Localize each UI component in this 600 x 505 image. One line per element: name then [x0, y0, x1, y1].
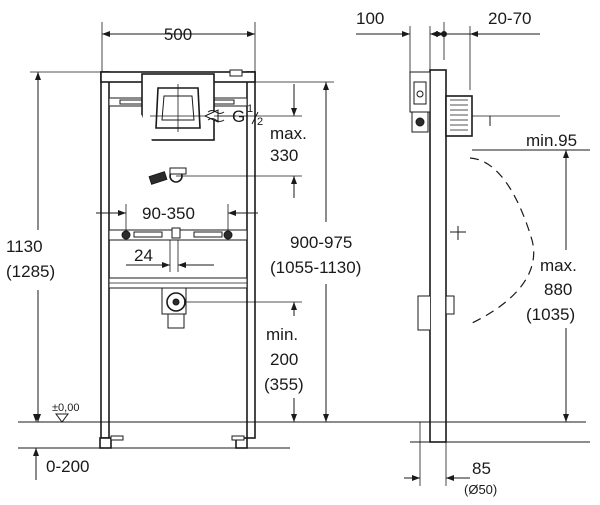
urinal-outline [469, 157, 535, 325]
height-label: 1130 [6, 237, 43, 256]
arrow-icon [291, 176, 297, 184]
arrow-icon [162, 262, 170, 268]
wall-panel [429, 69, 447, 443]
foot-plate-right [231, 435, 245, 441]
max-height-value: 880 [544, 280, 572, 299]
upper-rail-slot-right [211, 99, 235, 105]
connection-sup: 1 [247, 103, 253, 115]
arrow-icon [291, 108, 297, 116]
valve-cap [169, 167, 187, 175]
floor-level-label: ±0,00 [52, 402, 79, 414]
min-clearance-label: min.95 [526, 131, 577, 150]
bracket-center-clip [171, 227, 181, 239]
foot-range-label: 0-200 [46, 457, 89, 476]
wall-gap-label: 20-70 [488, 9, 531, 28]
arrow-icon [228, 210, 236, 216]
frame-upright-right [246, 71, 256, 439]
supply-max-label: max. [270, 124, 307, 143]
arrow-icon [402, 31, 410, 37]
arrow-icon [118, 210, 126, 216]
drain-min-label: min. [266, 325, 298, 344]
arrow-icon [412, 475, 420, 481]
bracket-slot-left [133, 231, 163, 238]
bracket-range-label: 90-350 [142, 204, 195, 223]
outlet-label: 85 [472, 459, 491, 478]
drain-pipe [167, 313, 185, 329]
upper-rail-slot-left [119, 99, 143, 105]
arrow-icon [563, 414, 569, 422]
arrow-icon [247, 31, 255, 37]
arrow-icon [470, 31, 478, 37]
bracket-bolt-left [121, 230, 131, 240]
foot-plate-left [110, 435, 124, 441]
arrow-icon [33, 414, 39, 422]
side-valve-knob [416, 90, 424, 98]
arrow-icon [446, 475, 454, 481]
frame-top-clip [229, 69, 243, 77]
arrow-icon [291, 414, 297, 422]
bracket-bolt-right [223, 230, 233, 240]
arrow-icon [178, 262, 186, 268]
arrow-icon [436, 31, 444, 37]
level-marker-icon [55, 413, 69, 423]
drain-min-alt: (355) [264, 375, 304, 394]
depth-label: 100 [356, 9, 384, 28]
thread-wave-icon [207, 118, 225, 122]
side-view: 100 20-70 min.95 [340, 9, 590, 497]
height-alt-label: (1285) [6, 262, 55, 281]
hose-fitting [148, 171, 168, 185]
connection-label: G [232, 107, 245, 126]
total-height-alt-label: (1055-1130) [270, 258, 361, 277]
max-height-alt: (1035) [526, 305, 575, 324]
foot-left [99, 437, 112, 449]
side-drain-outlet [445, 295, 455, 315]
arrow-icon [323, 414, 329, 422]
outlet-diameter-label: (Ø50) [464, 482, 497, 497]
arrow-icon [563, 150, 569, 158]
thread-wave-icon [207, 110, 225, 114]
frame-upright-left [100, 71, 110, 439]
connection-sub: 2 [257, 116, 263, 128]
bracket-slot-right [193, 231, 223, 238]
supply-max-value: 330 [270, 146, 298, 165]
side-flush-ribs [450, 99, 468, 131]
max-height-label: max. [540, 256, 577, 275]
front-view: 500 G 1 2 [6, 22, 361, 480]
total-height-label: 900-975 [290, 233, 352, 252]
drain-center [172, 298, 180, 306]
arrow-icon [35, 72, 41, 80]
side-drain-elbow [417, 295, 430, 331]
datum-point-icon [441, 31, 447, 37]
arrow-icon [291, 302, 297, 310]
width-label: 500 [164, 25, 192, 44]
arrow-icon [33, 448, 39, 456]
side-fitting-bolt [415, 117, 425, 127]
drain-min-value: 200 [270, 350, 298, 369]
offset-label: 24 [134, 246, 153, 265]
fraction-slash [251, 111, 259, 125]
arrow-icon [102, 31, 110, 37]
arrow-icon [323, 82, 329, 90]
